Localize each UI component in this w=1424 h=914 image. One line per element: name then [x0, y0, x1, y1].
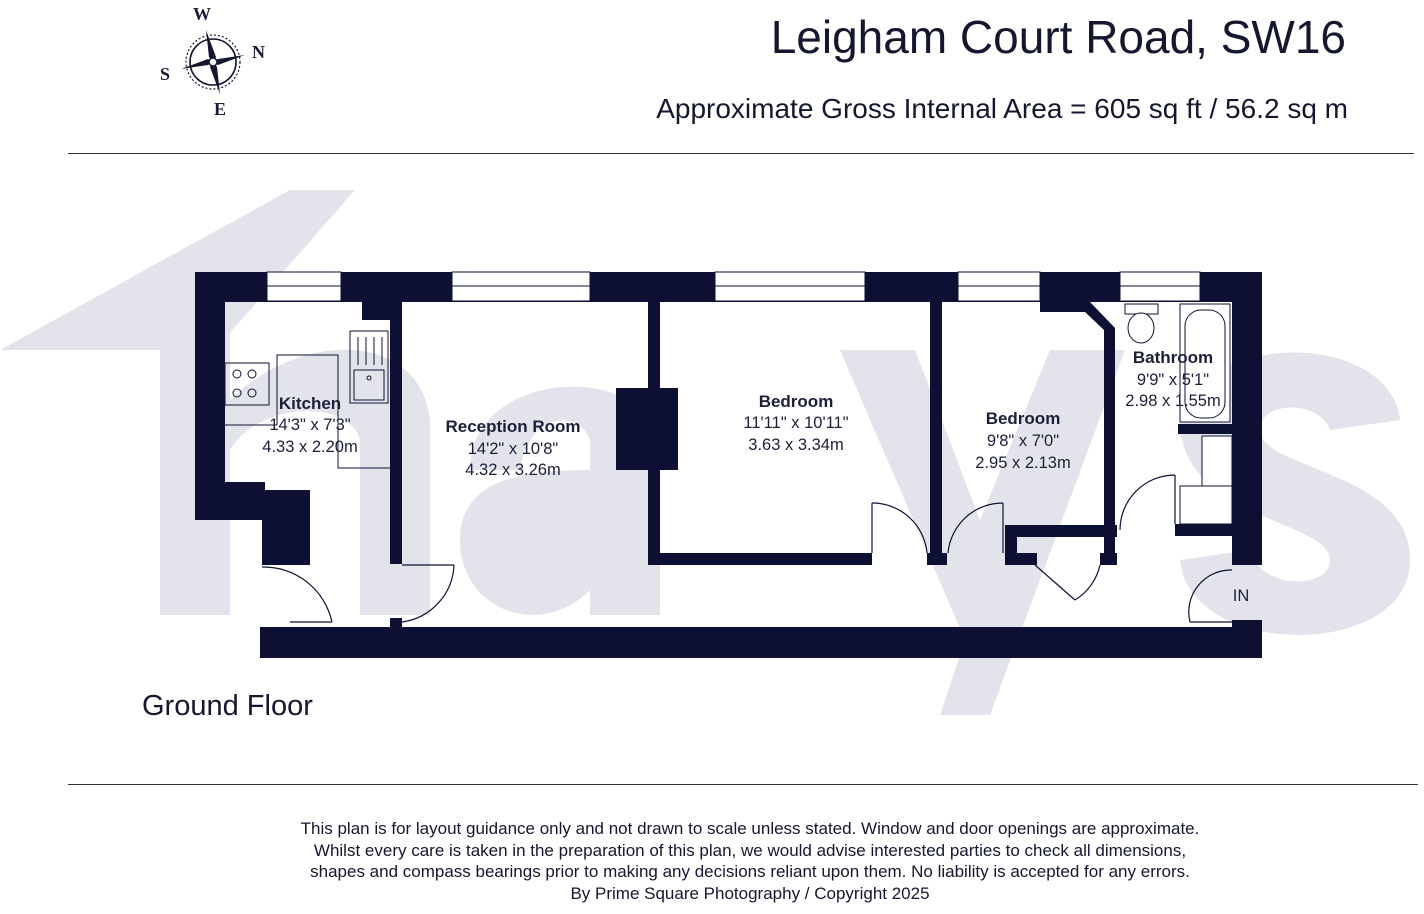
compass-label-bottom: E — [214, 99, 227, 119]
compass-label-top: W — [193, 4, 211, 24]
room-imperial-reception: 14'2" x 10'8" — [468, 440, 559, 458]
room-metric-bathroom: 2.98 x 1.55m — [1125, 392, 1220, 410]
property-title: Leigham Court Road, SW16 — [770, 11, 1346, 63]
entrance-label: IN — [1233, 587, 1250, 605]
room-name-bedroom-2: Bedroom — [986, 409, 1061, 428]
walls — [195, 272, 1262, 658]
disclaimer-line: shapes and compass bearings prior to mak… — [310, 862, 1190, 881]
copyright: By Prime Square Photography / Copyright … — [570, 883, 930, 903]
gross-internal-area: Approximate Gross Internal Area = 605 sq… — [656, 93, 1348, 124]
compass-rose-icon — [181, 30, 245, 94]
room-metric-kitchen: 4.33 x 2.20m — [262, 438, 357, 456]
room-name-bathroom: Bathroom — [1133, 348, 1213, 367]
footer-divider — [68, 784, 1418, 785]
compass-label-right: N — [252, 42, 265, 62]
room-imperial-kitchen: 14'3" x 7'3" — [269, 416, 350, 434]
header-divider — [68, 153, 1414, 154]
room-metric-bedroom-1: 3.63 x 3.34m — [748, 436, 843, 454]
room-name-reception: Reception Room — [445, 417, 580, 436]
room-name-bedroom-1: Bedroom — [759, 392, 834, 411]
disclaimer: This plan is for layout guidance only an… — [200, 818, 1300, 904]
floor-label: Ground Floor — [142, 690, 313, 722]
disclaimer-line: This plan is for layout guidance only an… — [300, 819, 1200, 838]
room-imperial-bedroom-2: 9'8" x 7'0" — [987, 432, 1059, 450]
room-metric-bedroom-2: 2.95 x 2.13m — [975, 454, 1070, 472]
disclaimer-line: Whilst every care is taken in the prepar… — [313, 840, 1187, 860]
room-imperial-bathroom: 9'9" x 5'1" — [1137, 371, 1209, 389]
room-metric-reception: 4.32 x 3.26m — [465, 461, 560, 479]
room-imperial-bedroom-1: 11'11" x 10'11" — [743, 414, 848, 432]
compass: W N E S — [150, 2, 280, 122]
compass-label-left: S — [160, 64, 171, 84]
room-name-kitchen: Kitchen — [279, 394, 341, 413]
